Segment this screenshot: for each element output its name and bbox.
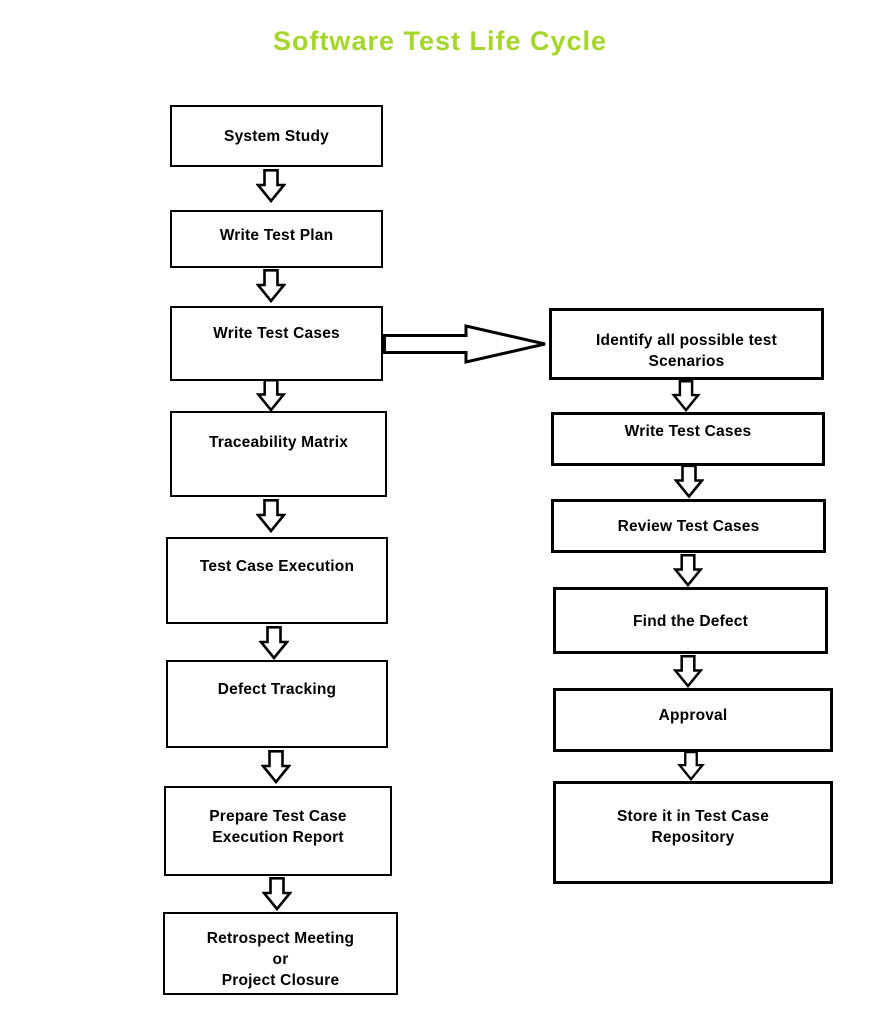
- down-arrow-icon: [261, 750, 291, 785]
- flow-box-review-test-cases: Review Test Cases: [551, 499, 826, 553]
- flow-box-defect-tracking: Defect Tracking: [166, 660, 388, 748]
- down-arrow-icon: [673, 655, 703, 688]
- flow-box-identify-all-possible-test-scenarios: Identify all possible test Scenarios: [549, 308, 824, 380]
- flow-box-write-test-cases: Write Test Cases: [170, 306, 383, 381]
- down-arrow-icon: [256, 269, 286, 303]
- flow-box-approval: Approval: [553, 688, 833, 752]
- flow-box-system-study: System Study: [170, 105, 383, 167]
- down-arrow-icon: [256, 169, 286, 203]
- flow-box-find-the-defect: Find the Defect: [553, 587, 828, 654]
- flow-box-retrospect-meeting-or-project-closure: Retrospect Meeting or Project Closure: [163, 912, 398, 995]
- flow-box-write-test-plan: Write Test Plan: [170, 210, 383, 268]
- down-arrow-icon: [256, 499, 286, 533]
- right-arrow-icon: [383, 324, 546, 364]
- down-arrow-icon: [671, 380, 701, 412]
- diagram-title: Software Test Life Cycle: [272, 26, 608, 56]
- flow-box-write-test-cases-branch: Write Test Cases: [551, 412, 825, 466]
- flow-box-prepare-test-case-execution-report: Prepare Test Case Execution Report: [164, 786, 392, 876]
- down-arrow-icon: [673, 554, 703, 587]
- flow-box-test-case-execution: Test Case Execution: [166, 537, 388, 624]
- down-arrow-icon: [256, 379, 286, 412]
- down-arrow-icon: [674, 464, 704, 499]
- flow-box-store-it-in-test-case-repository: Store it in Test Case Repository: [553, 781, 833, 884]
- down-arrow-icon: [262, 877, 292, 911]
- down-arrow-icon: [677, 751, 705, 781]
- down-arrow-icon: [259, 626, 289, 660]
- flow-box-traceability-matrix: Traceability Matrix: [170, 411, 387, 497]
